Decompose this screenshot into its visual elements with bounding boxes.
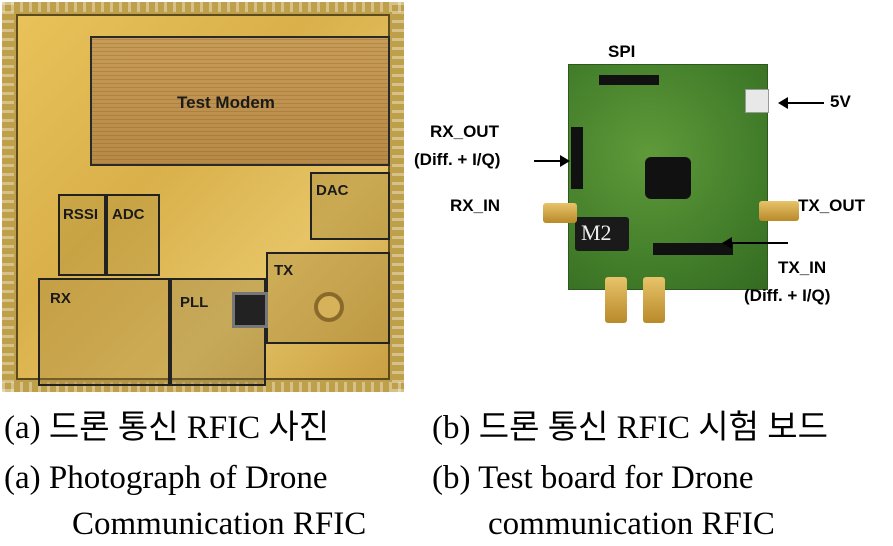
bottom-sma-left [605,277,627,323]
block-tx: TX [266,252,390,344]
caption-a-english-line1: (a) Photograph of Drone [4,460,328,496]
label-rx-out: RX_OUT [430,122,499,141]
caption-b-korean: (b) 드론 통신 RFIC 시험 보드 [432,410,828,446]
arrow-5v [778,97,824,109]
die-core: Test Modem RSSI ADC DAC RX PLL TX [16,14,390,386]
label-spi: SPI [608,42,636,61]
board-mark: M2 [575,217,629,251]
tx-inductor-ring [314,292,344,322]
block-adc: ADC [106,194,160,276]
arrow-rx-out [534,155,570,167]
caption-b-english-line2: communication RFIC [488,506,775,542]
caption-b-english-line1: (b) Test board for Drone [432,460,754,496]
block-rssi: RSSI [58,194,106,276]
tx-out-sma [759,201,799,221]
block-dac: DAC [310,172,390,240]
block-label-adc: ADC [112,206,145,223]
label-5v: 5V [830,92,851,111]
arrow-tx-in [722,237,788,249]
block-label-dac: DAC [316,182,349,199]
caption-a-korean: (a) 드론 통신 RFIC 사진 [4,410,330,446]
block-test-modem: Test Modem [90,36,390,166]
tx-in-header [653,243,733,255]
block-label-tx: TX [274,262,294,279]
rfic-package [645,157,691,199]
power-connector [745,89,769,113]
board-mark-text: M2 [581,220,612,245]
test-board-photo: M2 SPI 5V RX_OUT (Diff. + I/Q) RX_IN TX_… [410,2,891,392]
block-label-test-modem: Test Modem [177,93,275,112]
rx-in-sma [543,203,577,223]
rfic-die-photo: Test Modem RSSI ADC DAC RX PLL TX [2,2,404,392]
bottom-sma-right [643,277,665,323]
label-tx-in: TX_IN [778,258,827,277]
block-label-pll: PLL [180,294,209,311]
rx-out-header [571,127,583,189]
caption-a-english-line2: Communication RFIC [72,506,367,542]
block-label-rx: RX [50,290,71,307]
block-label-rssi: RSSI [63,206,99,223]
pcb-board: M2 [543,64,799,323]
label-tx-out: TX_OUT [798,196,866,215]
pll-vco-square [232,292,268,328]
spi-header [599,75,659,85]
label-tx-in-sub: (Diff. + I/Q) [744,286,831,305]
label-rx-in: RX_IN [450,196,501,215]
label-rx-out-sub: (Diff. + I/Q) [414,150,501,169]
block-rx: RX [38,278,170,386]
